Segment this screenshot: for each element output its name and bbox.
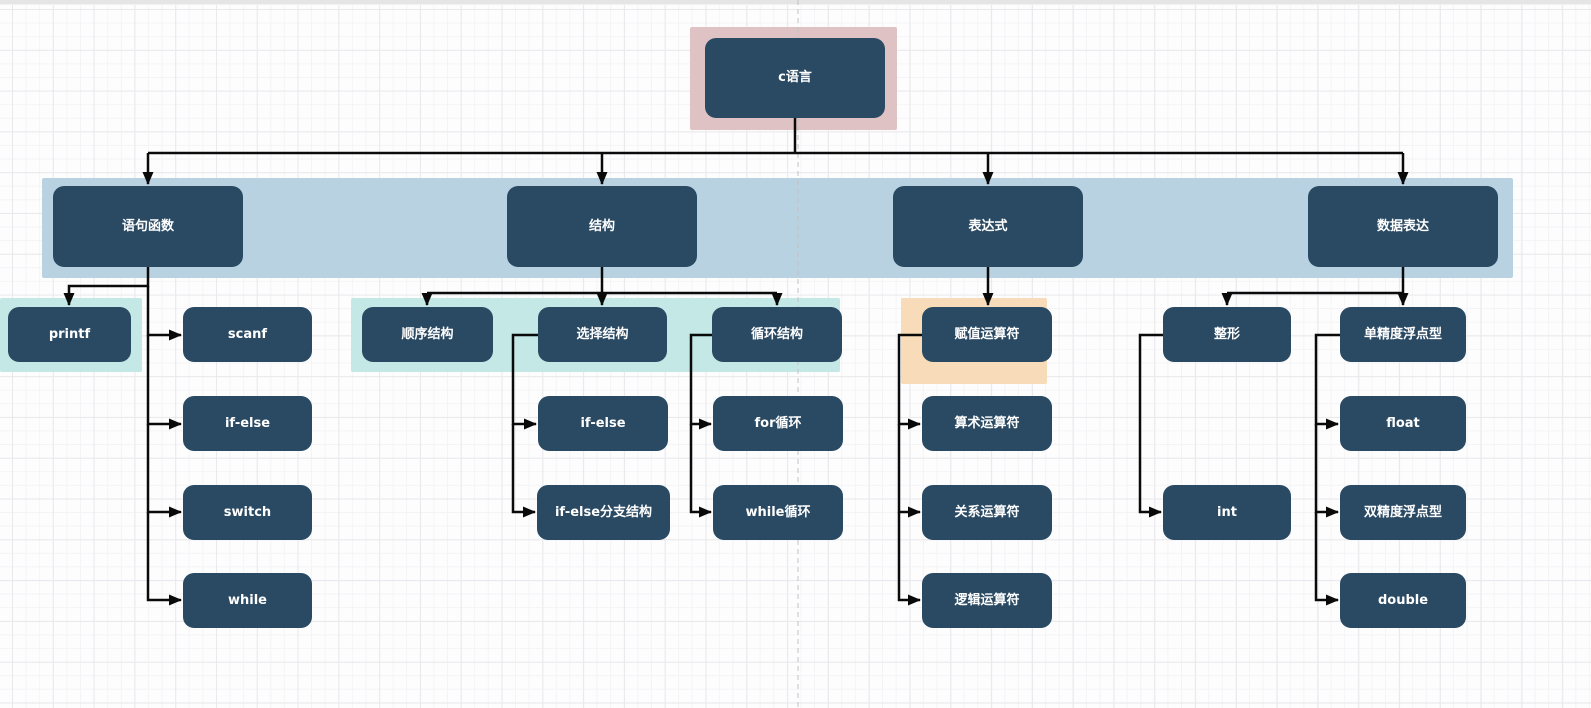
connector[interactable]	[146, 335, 182, 430]
node-label: int	[1217, 504, 1237, 520]
connector[interactable]	[897, 512, 921, 606]
node-label: if-else	[224, 415, 271, 431]
node-label: float	[1386, 415, 1420, 431]
node-sequential-structure[interactable]: 顺序结构	[362, 307, 493, 362]
node-switch[interactable]: switch	[183, 485, 312, 540]
node-double-precision-float[interactable]: 双精度浮点型	[1340, 485, 1466, 540]
node-relational-operator[interactable]: 关系运算符	[922, 485, 1052, 540]
node-integer-type[interactable]: 整形	[1163, 307, 1291, 362]
node-double[interactable]: double	[1340, 573, 1466, 628]
node-printf[interactable]: printf	[8, 307, 131, 362]
node-label: scanf	[227, 326, 268, 342]
node-label: 算术运算符	[954, 415, 1020, 431]
node-int[interactable]: int	[1163, 485, 1291, 540]
node-label: 数据表达	[1376, 218, 1429, 234]
node-if-else-branch[interactable]: if-else分支结构	[537, 485, 670, 540]
node-label: 单精度浮点型	[1363, 326, 1442, 342]
node-single-precision-float[interactable]: 单精度浮点型	[1340, 307, 1466, 362]
connector[interactable]	[146, 512, 182, 606]
node-for-loop[interactable]: for循环	[713, 396, 843, 451]
canvas-top-edge	[0, 0, 1591, 5]
node-label: while循环	[745, 504, 811, 520]
connector[interactable]	[689, 424, 712, 518]
connector[interactable]	[1314, 424, 1339, 518]
connector[interactable]	[689, 333, 712, 430]
node-label: c语言	[778, 70, 812, 86]
connector[interactable]	[511, 424, 536, 518]
node-label: switch	[223, 504, 272, 520]
node-label: 顺序结构	[401, 326, 454, 342]
node-label: printf	[48, 326, 91, 342]
node-selection-structure[interactable]: 选择结构	[538, 307, 667, 362]
highlight-level2-row	[42, 178, 1513, 278]
connector[interactable]	[897, 333, 922, 430]
connector[interactable]	[146, 286, 182, 341]
node-label: 选择结构	[576, 326, 629, 342]
node-logical-operator[interactable]: 逻辑运算符	[922, 573, 1052, 628]
connector[interactable]	[1314, 512, 1339, 606]
node-c-language[interactable]: c语言	[705, 38, 885, 118]
connector[interactable]	[146, 424, 182, 518]
node-while-loop[interactable]: while循环	[713, 485, 843, 540]
node-label: 双精度浮点型	[1363, 504, 1442, 520]
node-while[interactable]: while	[183, 573, 312, 628]
connector[interactable]	[897, 424, 921, 518]
node-label: 结构	[588, 218, 615, 234]
node-float[interactable]: float	[1340, 396, 1466, 451]
node-data-representation[interactable]: 数据表达	[1308, 186, 1498, 267]
node-label: 表达式	[968, 218, 1008, 234]
node-statement-functions[interactable]: 语句函数	[53, 186, 243, 267]
connector[interactable]	[511, 333, 538, 430]
node-label: while	[228, 592, 267, 608]
node-label: double	[1377, 592, 1429, 608]
connector[interactable]	[1138, 333, 1163, 518]
node-arithmetic-operator[interactable]: 算术运算符	[922, 396, 1052, 451]
connector[interactable]	[1314, 333, 1340, 430]
node-if-else-selection[interactable]: if-else	[538, 396, 668, 451]
node-label: if-else分支结构	[554, 504, 653, 520]
node-label: 语句函数	[121, 218, 174, 234]
node-label: 赋值运算符	[954, 326, 1020, 342]
node-label: if-else	[580, 415, 626, 431]
node-assignment-operator[interactable]: 赋值运算符	[922, 307, 1052, 362]
node-label: 整形	[1213, 326, 1240, 342]
node-loop-structure[interactable]: 循环结构	[712, 307, 842, 362]
node-label: 循环结构	[750, 326, 803, 342]
connector[interactable]	[63, 267, 150, 306]
node-label: 关系运算符	[954, 504, 1020, 520]
node-label: 逻辑运算符	[954, 592, 1020, 608]
node-if-else-statement[interactable]: if-else	[183, 396, 312, 451]
node-expression[interactable]: 表达式	[893, 186, 1083, 267]
node-scanf[interactable]: scanf	[183, 307, 312, 362]
node-label: for循环	[754, 415, 802, 431]
node-structure[interactable]: 结构	[507, 186, 697, 267]
